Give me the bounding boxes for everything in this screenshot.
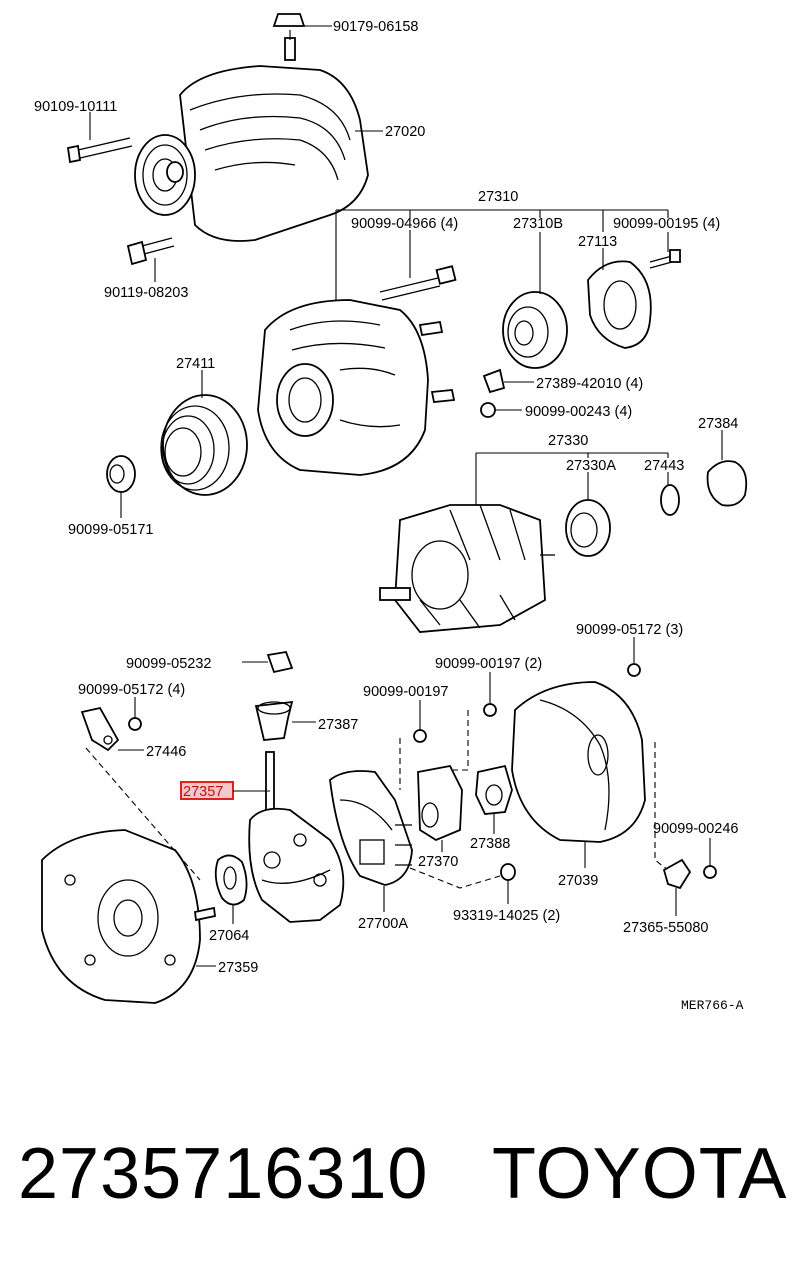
label-90119-08203: 90119-08203: [104, 285, 188, 301]
label-90179-06158: 90179-06158: [333, 19, 418, 35]
screw-90099-00197-drawing: [413, 729, 427, 743]
through-bolt-drawing: [379, 265, 457, 301]
pulley-nut-drawing: [106, 455, 136, 493]
label-90099-04966: 90099-04966 (4): [351, 216, 458, 232]
diagram-code: MER766-A: [681, 998, 744, 1013]
exploded-parts-diagram: 90179-06158 90109-10111 27020 90119-0820…: [34, 13, 748, 1013]
label-90099-05171: 90099-05171: [68, 522, 153, 538]
screw-90099-00197-2-drawing: [483, 703, 497, 717]
bearing-27310b-drawing: [502, 291, 568, 369]
label-90099-05232: 90099-05232: [126, 656, 211, 672]
label-90099-00243: 90099-00243 (4): [525, 404, 632, 420]
rear-frame-27359-drawing: [41, 829, 216, 1004]
retainer-plate-drawing: [587, 260, 652, 349]
label-27113: 27113: [578, 234, 617, 250]
cover-27384-drawing: [706, 460, 748, 507]
label-27359: 27359: [218, 960, 258, 976]
nut-90099-05172-3-drawing: [627, 663, 641, 677]
label-90109-10111: 90109-10111: [34, 99, 117, 115]
gasket-27064-drawing: [214, 854, 248, 906]
screw-90099-00195-drawing: [649, 249, 681, 269]
alternator-assembly-drawing: [66, 13, 369, 266]
washer-93319-drawing: [500, 863, 516, 881]
label-27064: 27064: [209, 928, 249, 944]
bracket-27446-drawing: [80, 706, 120, 752]
label-27020: 27020: [385, 124, 425, 140]
label-27388: 27388: [470, 836, 510, 852]
label-90099-05172-4: 90099-05172 (4): [78, 682, 185, 698]
cover-27388-drawing: [475, 764, 513, 815]
label-90099-00246: 90099-00246: [653, 821, 738, 837]
label-27411: 27411: [176, 356, 215, 372]
label-27330: 27330: [548, 433, 588, 449]
label-27700a: 27700A: [358, 916, 408, 932]
insulator-27387-drawing: [254, 700, 294, 741]
rectifier-27357-drawing: [248, 751, 345, 923]
label-27446: 27446: [146, 744, 186, 760]
drive-end-frame-drawing: [257, 299, 456, 476]
label-90099-00195: 90099-00195 (4): [613, 216, 720, 232]
label-27310: 27310: [478, 189, 518, 205]
nut-90099-05232-drawing: [266, 650, 294, 674]
nut-90099-05172-4-drawing: [128, 717, 142, 731]
screw-90099-00243-drawing: [480, 402, 496, 418]
clip-27365-drawing: [662, 858, 692, 890]
label-27357-highlighted: 27357: [183, 784, 223, 800]
ring-27443-drawing: [660, 484, 680, 516]
label-90099-00197: 90099-00197: [363, 684, 448, 700]
terminal-clip-drawing: [482, 368, 506, 394]
label-90099-05172-3: 90099-05172 (3): [576, 622, 683, 638]
bearing-27330a-drawing: [565, 499, 611, 557]
label-27370: 27370: [418, 854, 458, 870]
label-93319-14025: 93319-14025 (2): [453, 908, 560, 924]
label-27365-55080: 27365-55080: [623, 920, 708, 936]
label-27310b: 27310B: [513, 216, 563, 232]
label-27330a: 27330A: [566, 458, 616, 474]
pulley-27411-drawing: [160, 394, 248, 496]
label-90099-00197-2: 90099-00197 (2): [435, 656, 542, 672]
label-27443: 27443: [644, 458, 684, 474]
part-number: 2735716310: [18, 1134, 429, 1214]
screw-90099-00246-drawing: [703, 865, 717, 879]
rotor-drawing: [379, 504, 555, 633]
label-27384: 27384: [698, 416, 738, 432]
brand-name: TOYOTA: [492, 1134, 788, 1214]
label-27387: 27387: [318, 717, 358, 733]
brush-holder-27370-drawing: [417, 764, 463, 842]
regulator-27700a-drawing: [329, 770, 413, 886]
label-27389-42010: 27389-42010 (4): [536, 376, 643, 392]
rear-cover-27039-drawing: [511, 681, 646, 843]
label-27039: 27039: [558, 873, 598, 889]
